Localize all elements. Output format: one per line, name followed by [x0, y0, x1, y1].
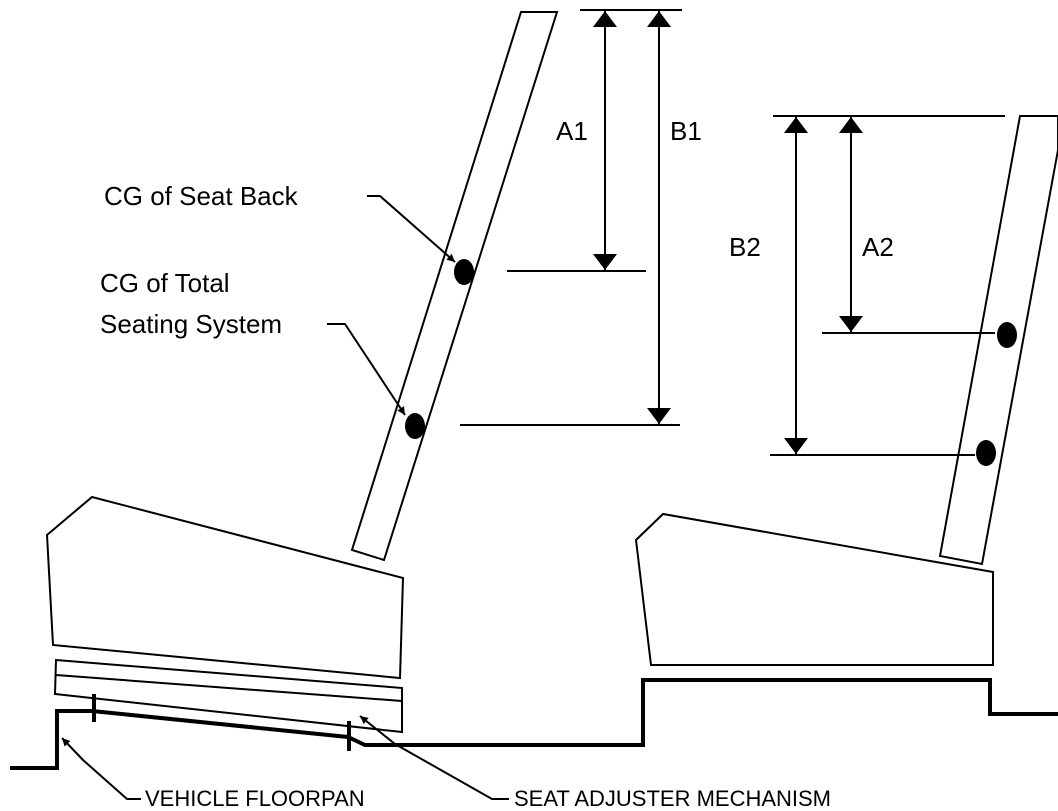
leader-cg-seat-back [367, 195, 456, 263]
left-rail-divider [55, 674, 403, 702]
label-seat-adjuster: SEAT ADJUSTER MECHANISM [514, 786, 831, 811]
vehicle-floorpan-line [10, 678, 1058, 770]
right-seat-back [938, 115, 1058, 566]
cg-seat-back-dot-left [454, 259, 474, 285]
cg-total-dot-right [976, 440, 996, 466]
label-cg-total-line2: Seating System [100, 309, 282, 339]
label-b2: B2 [729, 232, 761, 262]
leader-seat-adjuster [359, 715, 509, 800]
label-a2: A2 [862, 232, 894, 262]
cg-seat-back-dot-right [997, 322, 1017, 348]
cg-total-dot-left [405, 413, 425, 439]
left-seat-back [350, 11, 559, 562]
label-b1: B1 [670, 116, 702, 146]
leader-cg-total [327, 323, 406, 416]
label-vehicle-floorpan: VEHICLE FLOORPAN [145, 786, 365, 811]
label-cg-seat-back: CG of Seat Back [104, 181, 299, 211]
label-cg-total-line1: CG of Total [100, 268, 230, 298]
right-seat-cushion [634, 512, 994, 666]
left-seat-cushion [45, 495, 405, 680]
left-seat-adjuster-rail [53, 658, 403, 734]
right-seat [634, 115, 1058, 666]
label-a1: A1 [556, 116, 588, 146]
left-seat [45, 11, 559, 734]
leader-vehicle-floorpan [61, 737, 141, 800]
